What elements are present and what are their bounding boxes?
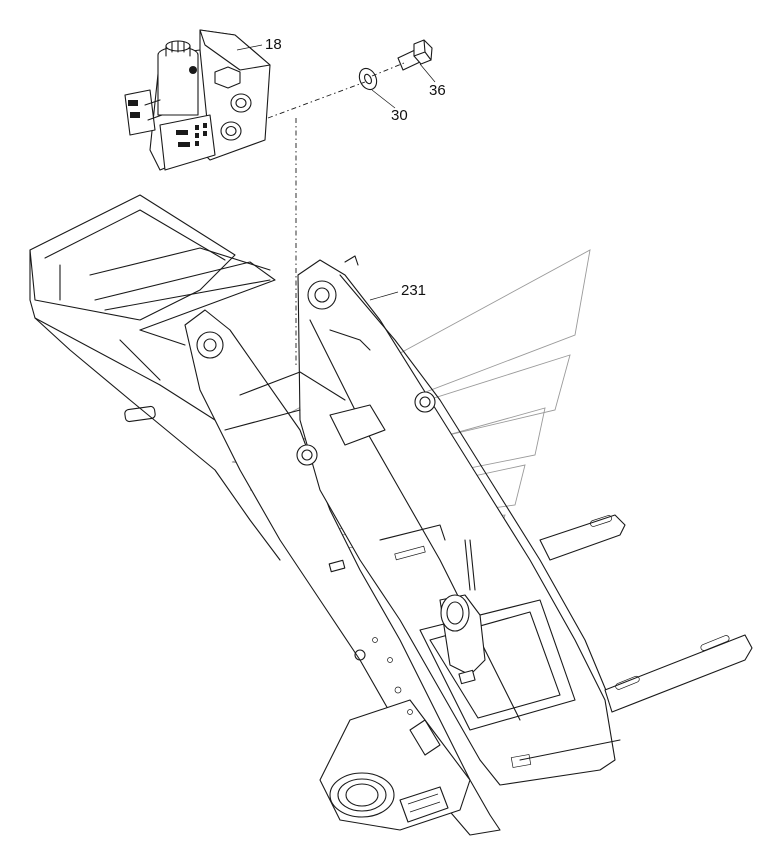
callout-valve-18: 18 [265, 36, 282, 53]
callout-washer-30: 30 [391, 107, 408, 124]
washer [358, 67, 378, 91]
assembly-centerlines [267, 62, 405, 365]
callout-bolt-36: 36 [429, 82, 446, 99]
bolt [397, 39, 433, 71]
callout-boom-231: 231 [401, 282, 427, 299]
valve-block [124, 29, 271, 171]
boom-frame [29, 194, 753, 836]
leader-lines [236, 44, 436, 301]
